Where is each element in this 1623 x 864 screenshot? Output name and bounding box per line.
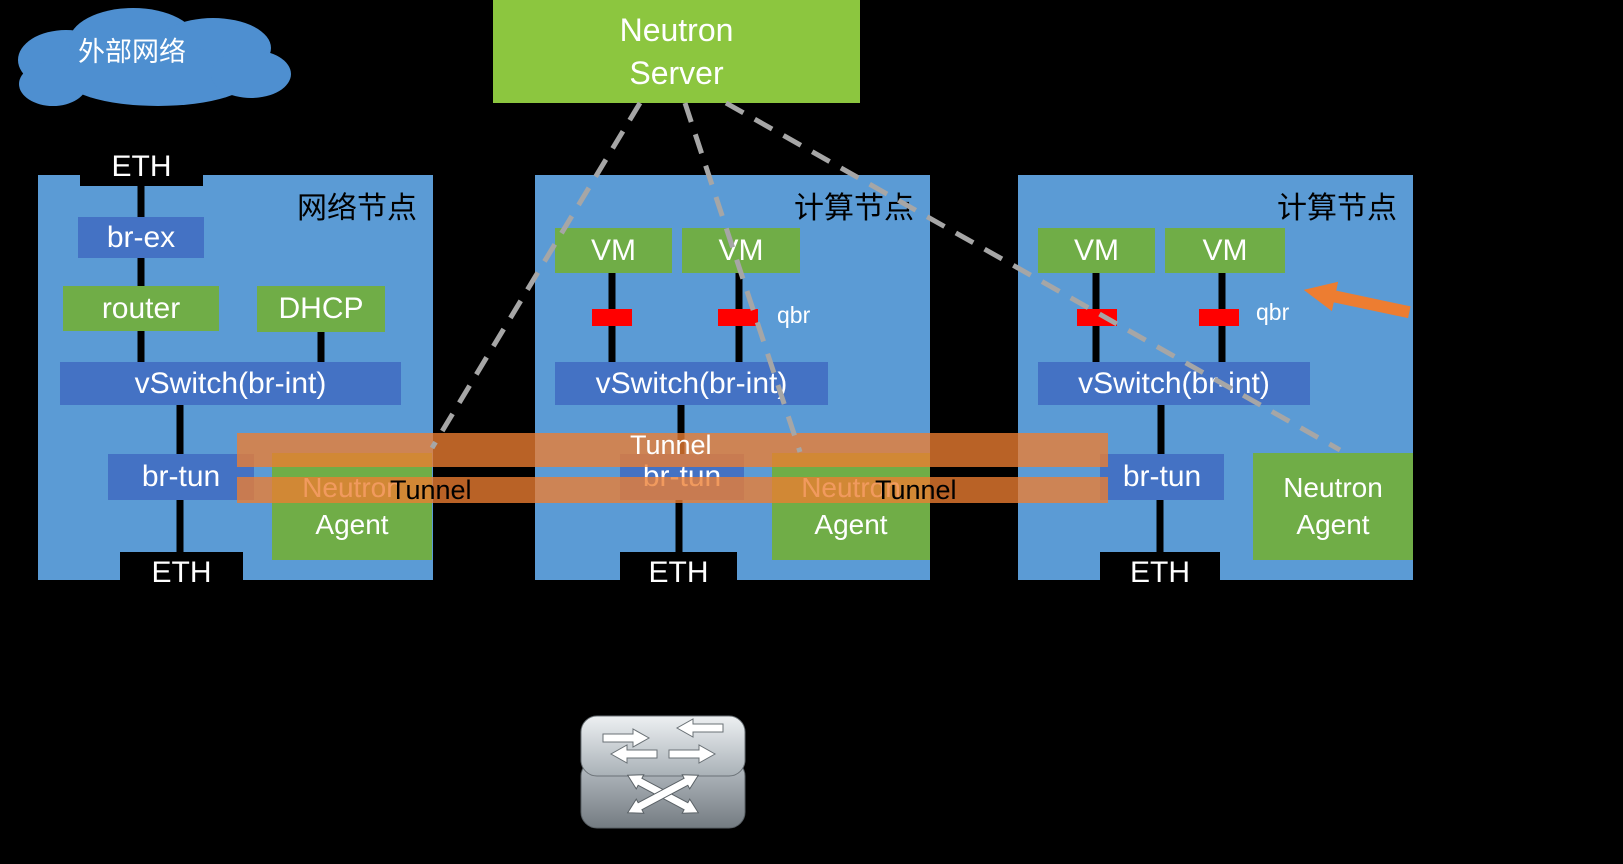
node-title: 计算节点 (1277, 192, 1397, 225)
vm-box: VM (682, 228, 800, 273)
qbr-bridge (718, 309, 758, 326)
router-box: router (63, 286, 219, 331)
neutron-agent-box: Neutron Agent (1253, 453, 1413, 560)
cloud-icon (18, 8, 291, 106)
tunnel-label-right: Tunnel (875, 475, 957, 505)
neutron-server-label: Neutron Server (619, 12, 734, 91)
eth-top-box: ETH (80, 148, 203, 186)
physical-switch-icon (573, 710, 753, 845)
qbr-label: qbr (1256, 299, 1290, 325)
qbr-bridge (592, 309, 632, 326)
br-tun-box: br-tun (1100, 454, 1224, 500)
vm-box: VM (1165, 228, 1285, 273)
qbr-bridge (1199, 309, 1239, 326)
br-ex-box: br-ex (78, 217, 204, 258)
eth-bottom-box: ETH (120, 552, 243, 594)
neutron-agent-box: Neutron Agent (772, 453, 930, 560)
dhcp-box: DHCP (257, 286, 385, 332)
qbr-bridge (1077, 309, 1117, 326)
neutron-server-box: Neutron Server (493, 0, 860, 103)
external-network-label: 外部网络 (78, 37, 186, 67)
neutron-agent-box: Neutron Agent (272, 453, 432, 560)
node-title: 网络节点 (297, 192, 417, 225)
tunnel-label-top: Tunnel (630, 430, 712, 460)
vm-box: VM (555, 228, 672, 273)
eth-bottom-box: ETH (1100, 552, 1220, 594)
tunnel-label-left: Tunnel (390, 475, 472, 505)
qbr-label: qbr (777, 302, 811, 328)
vswitch-box: vSwitch(br-int) (60, 362, 401, 405)
vswitch-box: vSwitch(br-int) (1038, 362, 1310, 405)
vm-box: VM (1038, 228, 1155, 273)
eth-bottom-box: ETH (620, 552, 737, 594)
vswitch-box: vSwitch(br-int) (555, 362, 828, 405)
node-title: 计算节点 (794, 192, 914, 225)
tunnel-bar-lower (237, 477, 1108, 503)
external-network-cloud (8, 2, 298, 119)
br-tun-box: br-tun (108, 454, 254, 500)
